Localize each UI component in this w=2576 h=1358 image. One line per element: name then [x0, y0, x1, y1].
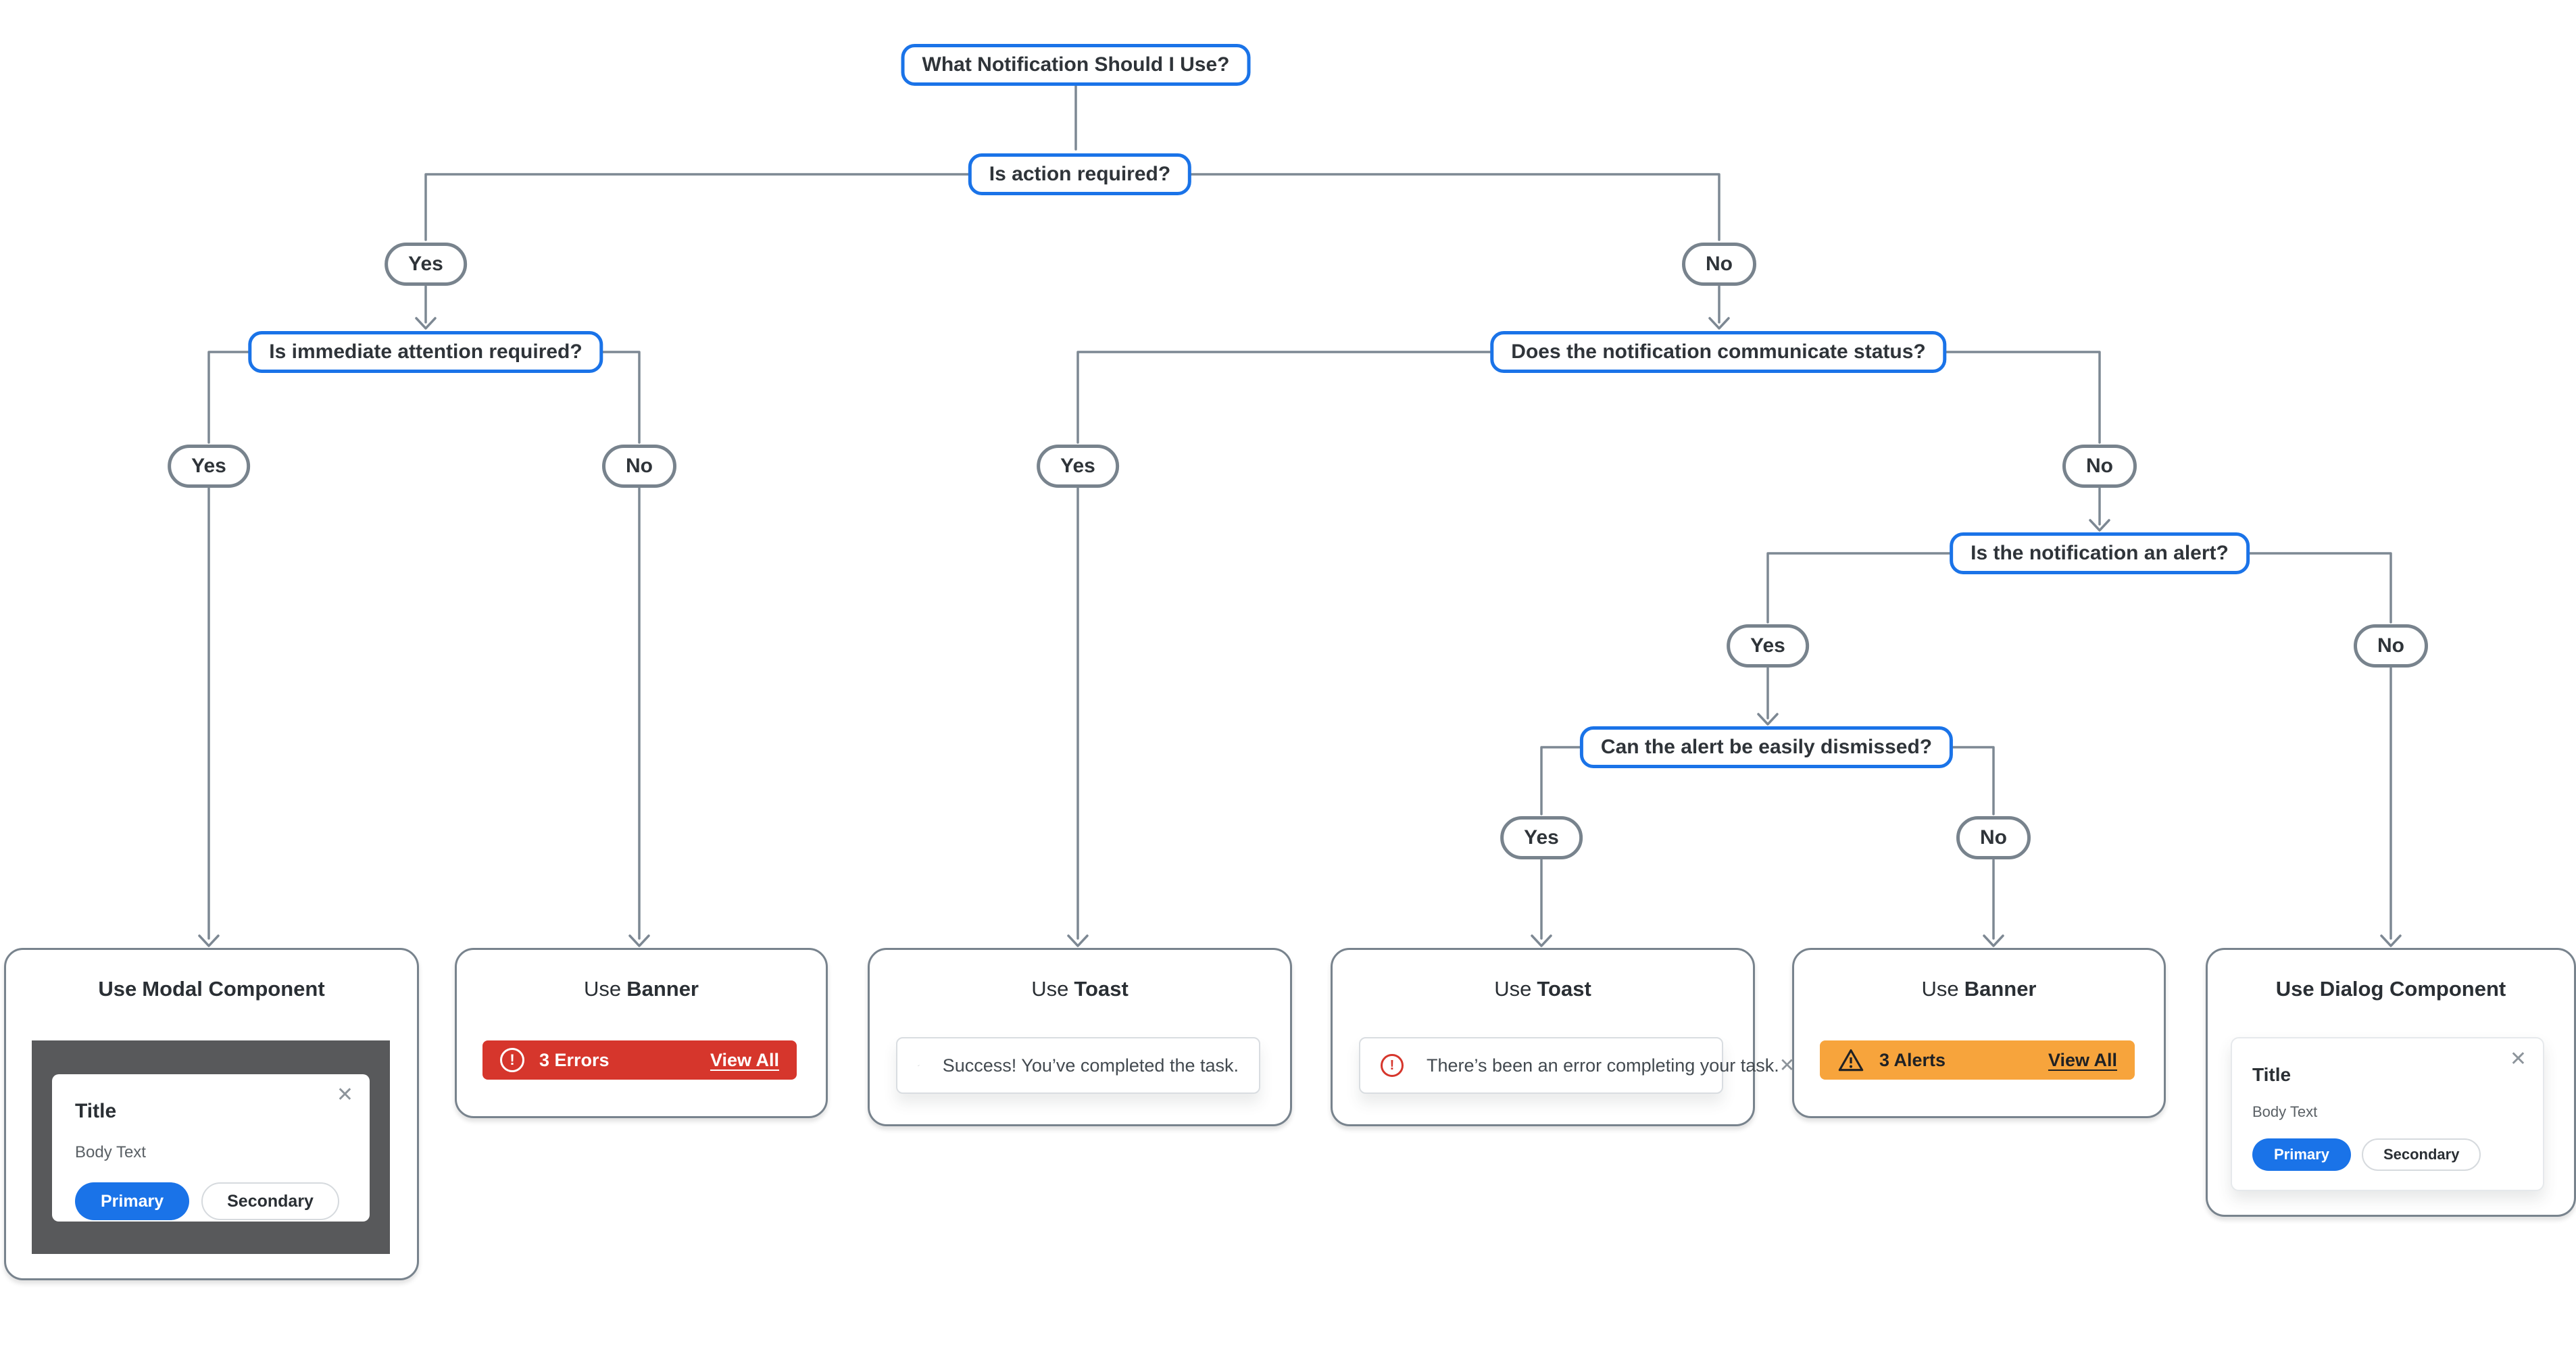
toast-message: Success! You’ve completed the task. [942, 1055, 1239, 1076]
dialog-example: ✕ Title Body Text Primary Secondary [2231, 1037, 2544, 1191]
warning-triangle-icon [1838, 1049, 1864, 1072]
secondary-button[interactable]: Secondary [201, 1182, 339, 1220]
dialog-title: Title [2252, 1064, 2292, 1085]
branch-yes-1: Yes [385, 243, 467, 286]
root-node: What Notification Should I Use? [901, 44, 1251, 86]
modal-example: ✕ Title Body Text Primary Secondary [52, 1074, 370, 1222]
branch-yes-2: Yes [168, 445, 250, 488]
view-all-link[interactable]: View All [2048, 1049, 2117, 1070]
modal-button-row: Primary Secondary [75, 1182, 347, 1220]
close-icon[interactable]: ✕ [2509, 1048, 2527, 1070]
banner-count-label: 3 Errors [539, 1049, 610, 1070]
success-toast-example: Success! You’ve completed the task. [896, 1037, 1260, 1094]
decision-communicates-status: Does the notification communicate status… [1490, 331, 1947, 373]
branch-no-1: No [1682, 243, 1756, 286]
branch-no-5: No [1956, 816, 2031, 859]
error-exclamation-icon: ! [500, 1048, 524, 1072]
error-toast-example: ! There’s been an error completing your … [1359, 1037, 1795, 1094]
decision-is-alert: Is the notification an alert? [1950, 532, 2250, 574]
banner-count-label: 3 Alerts [1879, 1049, 1946, 1070]
toast-message: There’s been an error completing your ta… [1427, 1055, 1779, 1076]
dialog-body-text: Body Text [2252, 1103, 2318, 1120]
branch-yes-3: Yes [1037, 445, 1119, 488]
error-banner-example: ! 3 Errors View All [482, 1040, 797, 1080]
decision-immediate-attention: Is immediate attention required? [248, 331, 603, 373]
success-check-icon [918, 1065, 920, 1066]
modal-body-text: Body Text [75, 1143, 146, 1161]
decision-easily-dismissed: Can the alert be easily dismissed? [1579, 726, 1954, 768]
branch-no-4: No [2354, 624, 2428, 668]
primary-button[interactable]: Primary [75, 1182, 190, 1220]
modal-title: Title [75, 1100, 117, 1122]
alert-banner-example: 3 Alerts View All [1820, 1040, 2135, 1080]
branch-yes-5: Yes [1500, 816, 1583, 859]
modal-overlay: ✕ Title Body Text Primary Secondary [32, 1040, 390, 1254]
close-icon[interactable]: ✕ [1779, 1055, 1795, 1076]
secondary-button[interactable]: Secondary [2361, 1138, 2481, 1171]
branch-yes-4: Yes [1727, 624, 1809, 668]
branch-no-3: No [2062, 445, 2137, 488]
primary-button[interactable]: Primary [2252, 1138, 2351, 1171]
error-exclamation-icon: ! [1381, 1054, 1404, 1077]
view-all-link[interactable]: View All [710, 1049, 779, 1070]
decision-action-required: Is action required? [968, 153, 1192, 195]
dialog-button-row: Primary Secondary [2252, 1138, 2523, 1171]
close-icon[interactable]: ✕ [336, 1084, 353, 1106]
branch-no-2: No [602, 445, 676, 488]
